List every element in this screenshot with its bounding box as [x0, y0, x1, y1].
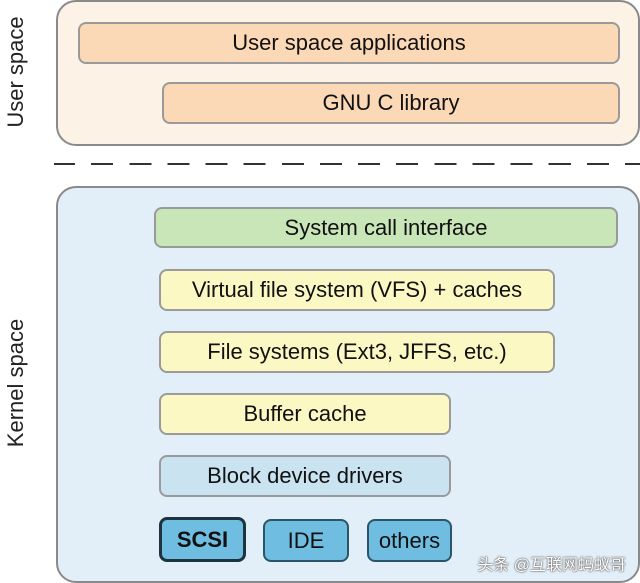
vfs-box: Virtual file system (VFS) + caches: [159, 269, 555, 311]
ide-driver-text: IDE: [287, 527, 325, 553]
system-call-interface-text: System call interface: [284, 214, 488, 240]
vfs-text: Virtual file system (VFS) + caches: [191, 277, 523, 302]
file-systems-text: File systems (Ext3, JFFS, etc.): [207, 339, 507, 364]
block-device-drivers-box: Block device drivers: [159, 455, 451, 497]
others-driver-text: others: [378, 527, 441, 553]
scsi-driver-text: SCSI: [176, 526, 229, 552]
scsi-driver-box: SCSI: [159, 517, 246, 562]
gnu-c-library-text: GNU C library: [322, 90, 460, 115]
system-call-interface-box: System call interface: [154, 207, 618, 248]
user-space-label: User space: [3, 16, 28, 128]
file-systems-box: File systems (Ext3, JFFS, etc.): [159, 331, 555, 373]
watermark-text: 头条 @互联网蚂蚁哥: [477, 557, 626, 574]
user-space-applications-box: User space applications: [78, 22, 620, 64]
kernel-space-label: Kernel space: [3, 318, 28, 448]
gnu-c-library-box: GNU C library: [162, 82, 620, 124]
block-device-drivers-text: Block device drivers: [207, 463, 403, 488]
kernel-space-region: [56, 186, 640, 583]
ide-driver-box: IDE: [263, 519, 349, 562]
buffer-cache-box: Buffer cache: [159, 393, 451, 435]
buffer-cache-text: Buffer cache: [243, 401, 367, 426]
others-driver-box: others: [367, 519, 452, 562]
user-space-applications-text: User space applications: [232, 30, 466, 55]
user-kernel-separator: [54, 163, 640, 165]
